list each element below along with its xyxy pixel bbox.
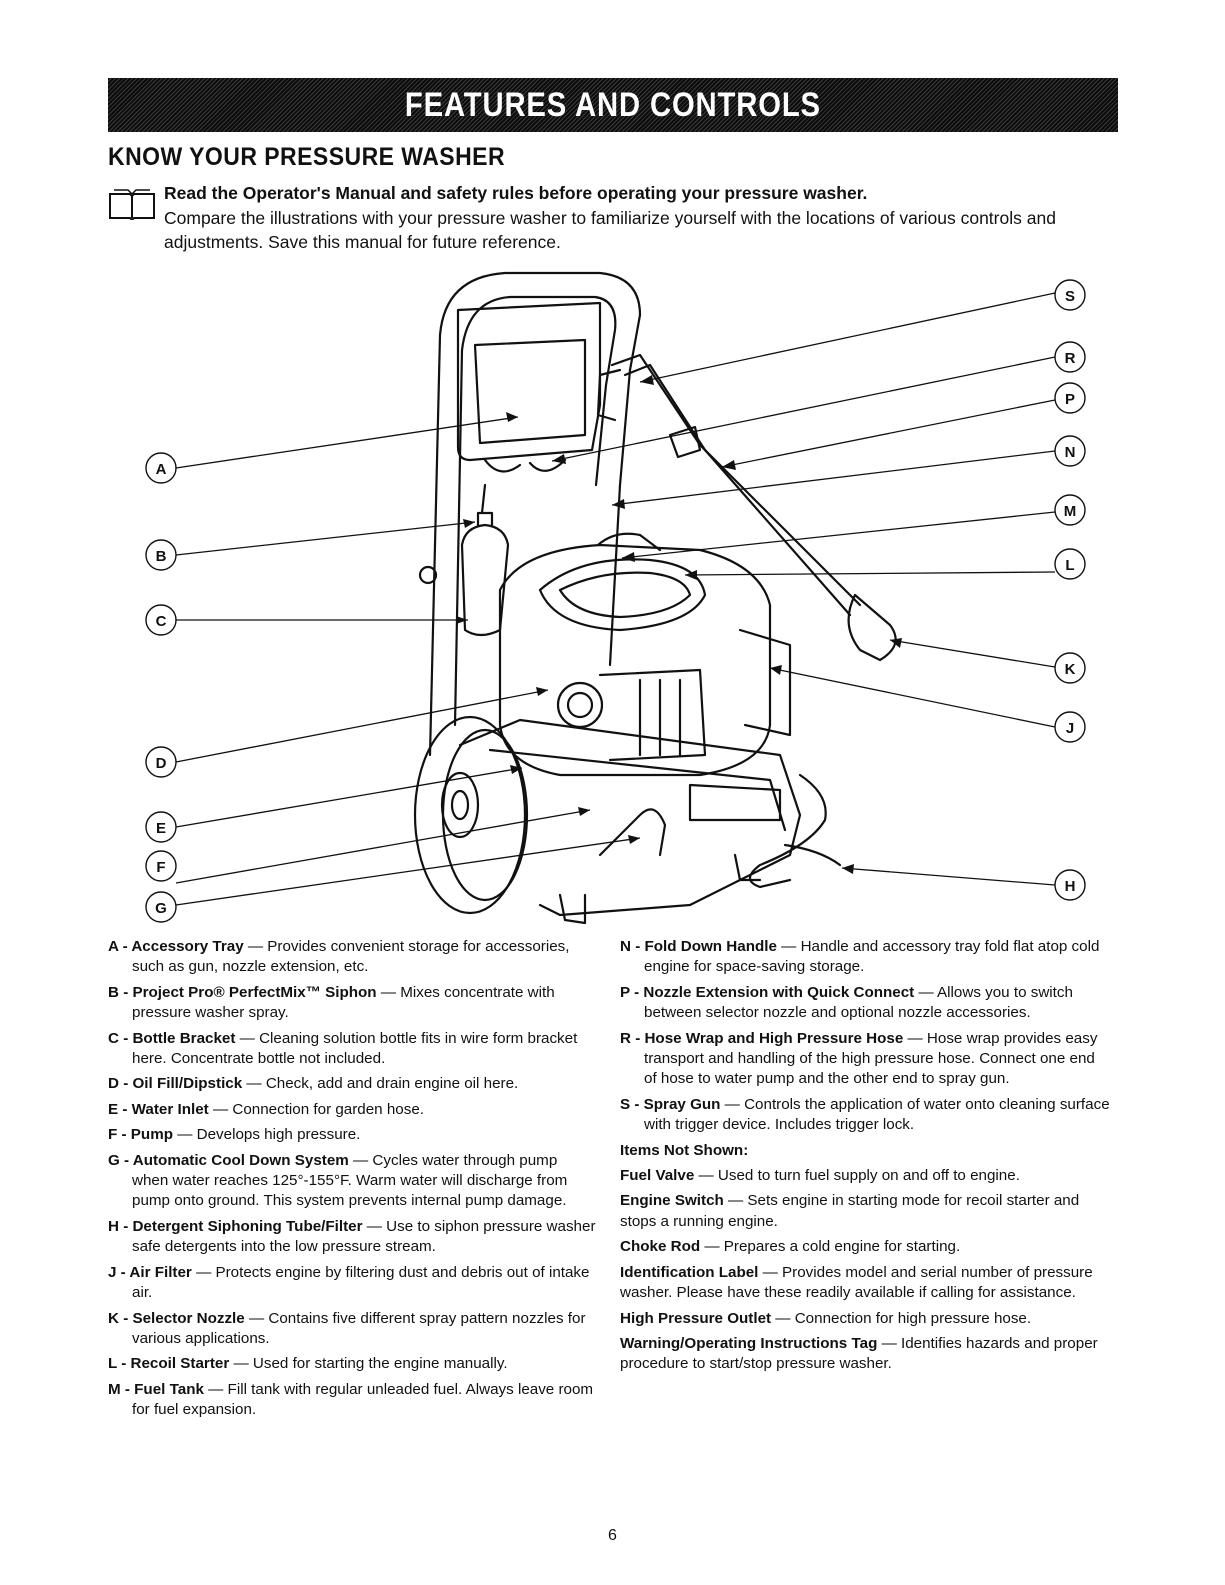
callout-p: P bbox=[1055, 383, 1085, 413]
svg-text:P: P bbox=[1065, 391, 1075, 408]
svg-text:F: F bbox=[156, 859, 165, 876]
selector-nozzle bbox=[849, 595, 896, 660]
feature-item-b: B - Project Pro® PerfectMix™ Siphon — Mi… bbox=[108, 983, 596, 1024]
not-shown-item-choke-rod: Choke Rod — Prepares a cold engine for s… bbox=[620, 1237, 1110, 1257]
callout-d: D bbox=[146, 747, 176, 777]
svg-text:E: E bbox=[156, 820, 166, 837]
spray-wand bbox=[612, 355, 860, 605]
page-number: 6 bbox=[0, 1527, 1225, 1545]
callout-j: J bbox=[1055, 712, 1085, 742]
wheel bbox=[415, 717, 527, 913]
callout-n: N bbox=[1055, 436, 1085, 466]
not-shown-item-fuel-valve: Fuel Valve — Used to turn fuel supply on… bbox=[620, 1166, 1110, 1186]
feature-item-a: A - Accessory Tray — Provides convenient… bbox=[108, 937, 596, 978]
callout-m: M bbox=[1055, 495, 1085, 525]
callout-b: B bbox=[146, 540, 176, 570]
svg-text:C: C bbox=[156, 613, 167, 630]
items-not-shown-heading: Items Not Shown: bbox=[620, 1141, 1110, 1161]
feature-item-d: D - Oil Fill/Dipstick — Check, add and d… bbox=[108, 1074, 596, 1094]
svg-text:K: K bbox=[1065, 661, 1076, 678]
features-list-right: N - Fold Down Handle — Handle and access… bbox=[620, 937, 1110, 1380]
callout-l: L bbox=[1055, 549, 1085, 579]
callout-e: E bbox=[146, 812, 176, 842]
section-title: KNOW YOUR PRESSURE WASHER bbox=[108, 143, 505, 172]
section-banner: FEATURES AND CONTROLS bbox=[108, 78, 1118, 132]
svg-text:A: A bbox=[156, 461, 167, 478]
banner-title: FEATURES AND CONTROLS bbox=[405, 86, 821, 125]
svg-text:J: J bbox=[1066, 720, 1074, 737]
feature-item-e: E - Water Inlet — Connection for garden … bbox=[108, 1100, 596, 1120]
feature-item-m: M - Fuel Tank — Fill tank with regular u… bbox=[108, 1380, 596, 1421]
intro-warning: Read the Operator's Manual and safety ru… bbox=[164, 183, 867, 204]
not-shown-item-engine-switch: Engine Switch — Sets engine in starting … bbox=[620, 1191, 1110, 1232]
feature-item-p: P - Nozzle Extension with Quick Connect … bbox=[620, 983, 1110, 1024]
handle-frame bbox=[430, 273, 640, 755]
feature-item-k: K - Selector Nozzle — Contains five diff… bbox=[108, 1309, 596, 1350]
svg-text:M: M bbox=[1064, 503, 1077, 520]
feature-item-g: G - Automatic Cool Down System — Cycles … bbox=[108, 1151, 596, 1212]
not-shown-item-warning-tag: Warning/Operating Instructions Tag — Ide… bbox=[620, 1334, 1110, 1375]
callout-h: H bbox=[1055, 870, 1085, 900]
svg-text:B: B bbox=[156, 548, 167, 565]
svg-text:D: D bbox=[156, 755, 167, 772]
feature-item-h: H - Detergent Siphoning Tube/Filter — Us… bbox=[108, 1217, 596, 1258]
not-shown-item-high-pressure-outlet: High Pressure Outlet — Connection for hi… bbox=[620, 1309, 1110, 1329]
callout-c: C bbox=[146, 605, 176, 635]
feature-item-l: L - Recoil Starter — Used for starting t… bbox=[108, 1354, 596, 1374]
callout-a: A bbox=[146, 453, 176, 483]
feature-item-n: N - Fold Down Handle — Handle and access… bbox=[620, 937, 1110, 978]
not-shown-item-identification-label: Identification Label — Provides model an… bbox=[620, 1263, 1110, 1304]
svg-text:R: R bbox=[1065, 350, 1076, 367]
pressure-washer-diagram: A B C D E F G S R P N M L K J H bbox=[0, 255, 1225, 935]
callout-r: R bbox=[1055, 342, 1085, 372]
callout-g: G bbox=[146, 892, 176, 922]
feature-item-j: J - Air Filter — Protects engine by filt… bbox=[108, 1263, 596, 1304]
callout-k: K bbox=[1055, 653, 1085, 683]
feature-item-s: S - Spray Gun — Controls the application… bbox=[620, 1095, 1110, 1136]
feature-item-f: F - Pump — Develops high pressure. bbox=[108, 1125, 596, 1145]
svg-text:L: L bbox=[1065, 557, 1074, 574]
svg-text:H: H bbox=[1065, 878, 1076, 895]
callout-f: F bbox=[146, 851, 176, 881]
engine bbox=[500, 545, 770, 775]
callout-s: S bbox=[1055, 280, 1085, 310]
svg-text:S: S bbox=[1065, 288, 1075, 305]
svg-text:N: N bbox=[1065, 444, 1076, 461]
manual-book-icon bbox=[108, 186, 156, 220]
feature-item-c: C - Bottle Bracket — Cleaning solution b… bbox=[108, 1029, 596, 1070]
intro-text: Compare the illustrations with your pres… bbox=[164, 206, 1104, 254]
svg-text:G: G bbox=[155, 900, 167, 917]
feature-item-r: R - Hose Wrap and High Pressure Hose — H… bbox=[620, 1029, 1110, 1090]
features-list-left: A - Accessory Tray — Provides convenient… bbox=[108, 937, 596, 1426]
